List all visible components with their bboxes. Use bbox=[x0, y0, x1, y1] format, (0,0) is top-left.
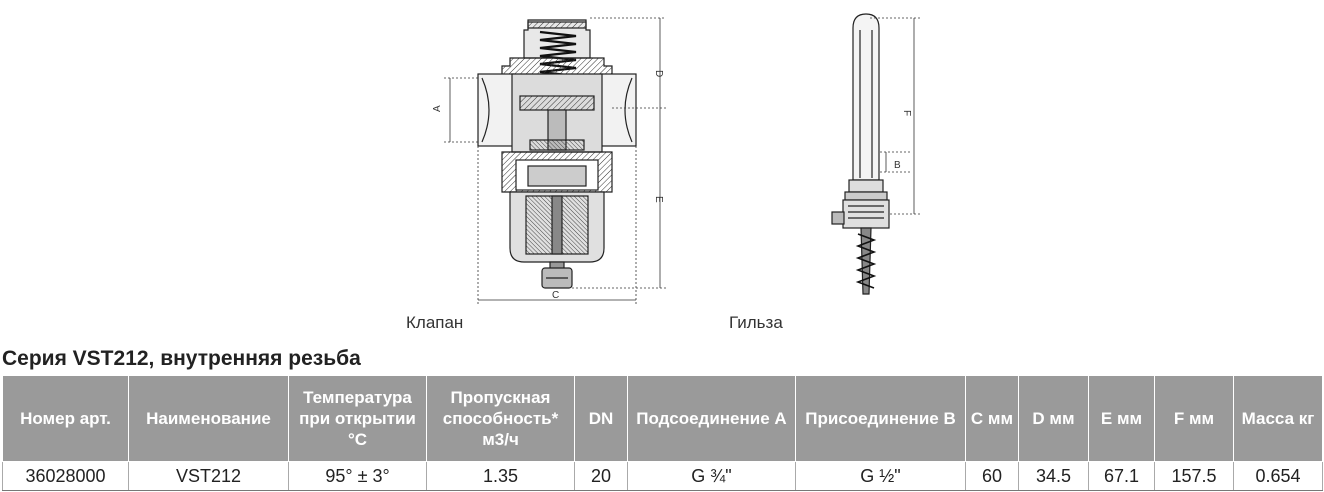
spec-table: Номер арт. Наименование Температура при … bbox=[2, 375, 1323, 491]
valve-drawing bbox=[477, 19, 637, 289]
cell-connection-b: G ½" bbox=[795, 461, 966, 491]
cell-mass: 0.654 bbox=[1233, 461, 1323, 491]
sleeve-caption: Гильза bbox=[729, 313, 783, 332]
dim-label-d: D bbox=[653, 70, 664, 77]
table-row: 36028000 VST212 95° ± 3° 1.35 20 G ¾" G … bbox=[2, 461, 1323, 491]
sleeve-dimension-labels: F B bbox=[894, 110, 912, 171]
sleeve-drawing bbox=[831, 13, 890, 295]
header-temperature: Температура при открытии °C bbox=[288, 375, 427, 462]
cell-d: 34.5 bbox=[1018, 461, 1089, 491]
valve-caption: Клапан bbox=[406, 313, 464, 332]
dim-label-a: A bbox=[432, 105, 443, 112]
cell-connection-a: G ¾" bbox=[627, 461, 796, 491]
cell-capacity: 1.35 bbox=[426, 461, 575, 491]
sleeve-dimension-lines bbox=[870, 17, 920, 215]
header-c: C мм bbox=[965, 375, 1019, 462]
header-dn: DN bbox=[574, 375, 628, 462]
dim-label-e: E bbox=[653, 196, 664, 203]
drawings-svg: A D E C F bbox=[432, 13, 920, 306]
header-capacity: Пропускная способность* м3/ч bbox=[426, 375, 575, 462]
header-f: F мм bbox=[1154, 375, 1234, 462]
cell-temperature: 95° ± 3° bbox=[288, 461, 427, 491]
technical-drawings: A D E C F bbox=[432, 13, 920, 306]
cell-name: VST212 bbox=[128, 461, 289, 491]
dim-label-f: F bbox=[901, 110, 912, 116]
cell-dn: 20 bbox=[574, 461, 628, 491]
header-e: E мм bbox=[1088, 375, 1155, 462]
table-header-row: Номер арт. Наименование Температура при … bbox=[2, 375, 1323, 462]
header-article: Номер арт. bbox=[2, 375, 129, 462]
header-connection-a: Подсоединение A bbox=[627, 375, 796, 462]
cell-f: 157.5 bbox=[1154, 461, 1234, 491]
valve-dimension-labels: A D E C bbox=[432, 70, 664, 301]
cell-c: 60 bbox=[965, 461, 1019, 491]
header-connection-b: Присоединение B bbox=[795, 375, 966, 462]
dim-label-c: C bbox=[552, 290, 559, 301]
header-mass: Масса кг bbox=[1233, 375, 1323, 462]
valve-dimension-lines bbox=[444, 17, 666, 306]
section-title: Серия VST212, внутренняя резьба bbox=[2, 347, 361, 370]
dim-label-b: B bbox=[894, 160, 901, 171]
header-name: Наименование bbox=[128, 375, 289, 462]
cell-e: 67.1 bbox=[1088, 461, 1155, 491]
cell-article: 36028000 bbox=[2, 461, 129, 491]
header-d: D мм bbox=[1018, 375, 1089, 462]
